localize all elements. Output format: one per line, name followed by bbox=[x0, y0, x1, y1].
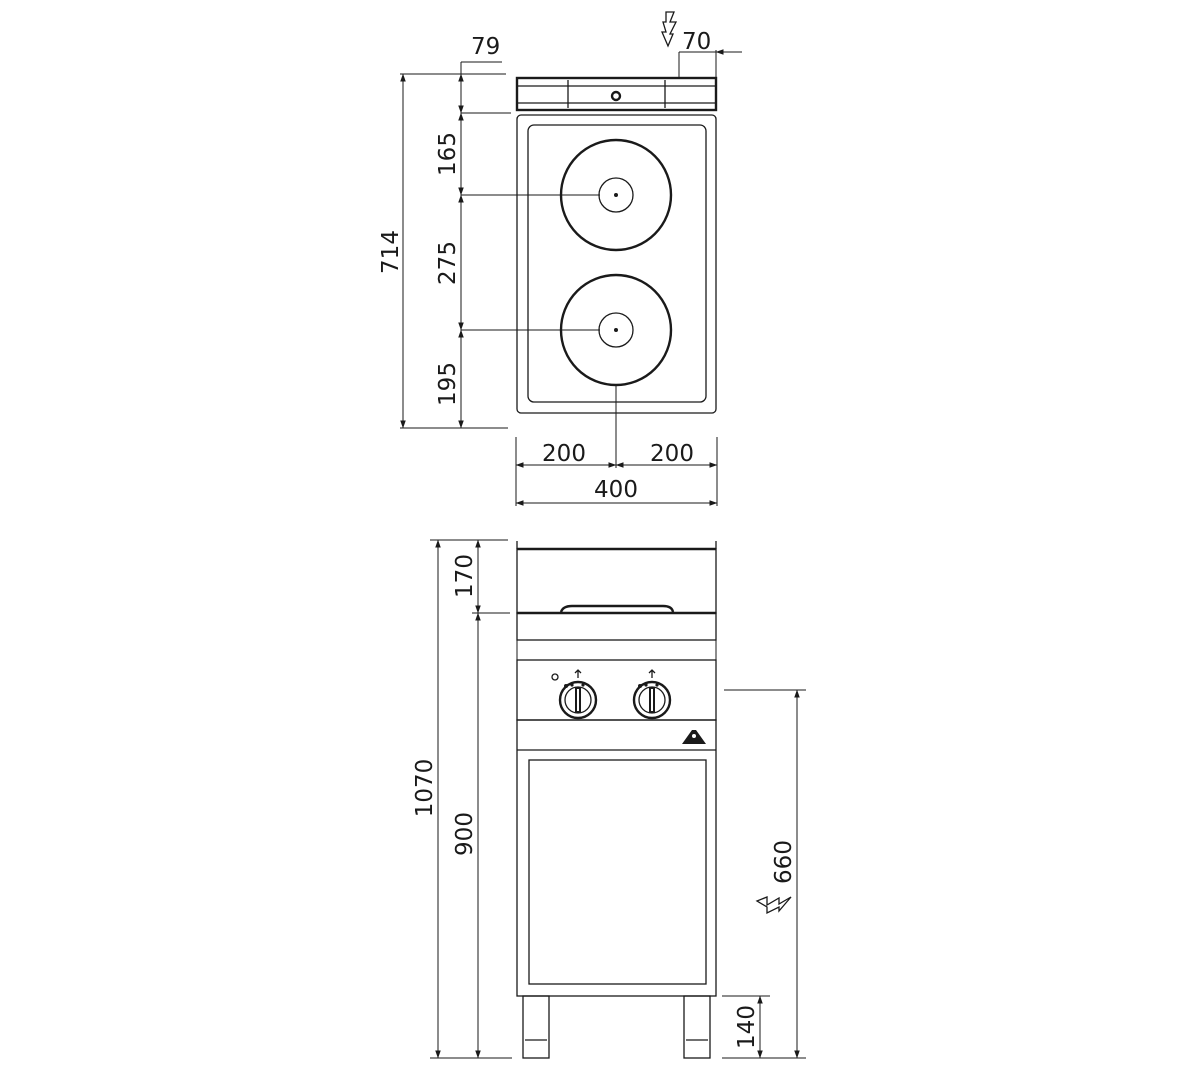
dim-170-label: 170 bbox=[452, 554, 478, 598]
indicator-light bbox=[551, 673, 559, 681]
dim-165-label: 165 bbox=[435, 132, 461, 176]
rear-upstand bbox=[515, 76, 718, 112]
hotplate-profile bbox=[559, 604, 675, 613]
hob-outline bbox=[516, 114, 717, 414]
dim-200-right-label: 200 bbox=[650, 441, 694, 467]
dim-70-label: 70 bbox=[682, 29, 711, 55]
dim-660-label: 660 bbox=[771, 840, 797, 884]
front-view: 170 1070 900 660 140 bbox=[412, 539, 806, 1059]
cabinet-door bbox=[528, 759, 707, 985]
dim-140-label: 140 bbox=[734, 1005, 760, 1049]
control-knob-icon[interactable] bbox=[632, 669, 672, 720]
dim-275-label: 275 bbox=[435, 241, 461, 285]
brand-logo-icon bbox=[682, 730, 706, 744]
dim-79-label: 79 bbox=[471, 34, 500, 60]
control-panel bbox=[516, 659, 717, 721]
hob-top-plate bbox=[516, 612, 717, 641]
dim-1070-label: 1070 bbox=[412, 759, 438, 818]
leg-left bbox=[522, 995, 550, 1059]
cabinet-body bbox=[516, 719, 717, 997]
electric-connection-icon bbox=[661, 11, 678, 48]
leg-right bbox=[683, 995, 711, 1059]
dim-195-label: 195 bbox=[435, 362, 461, 406]
dim-200-left-label: 200 bbox=[542, 441, 586, 467]
dim-400-label: 400 bbox=[594, 477, 638, 503]
front-upstand bbox=[516, 548, 717, 614]
dim-900-label: 900 bbox=[452, 812, 478, 856]
top-view: 79 165 275 195 714 70 200 200 400 bbox=[378, 11, 742, 506]
control-knob-icon[interactable] bbox=[558, 669, 598, 720]
electric-connection-icon bbox=[755, 896, 792, 915]
hob-inner bbox=[527, 124, 707, 403]
dim-714-label: 714 bbox=[378, 230, 404, 274]
